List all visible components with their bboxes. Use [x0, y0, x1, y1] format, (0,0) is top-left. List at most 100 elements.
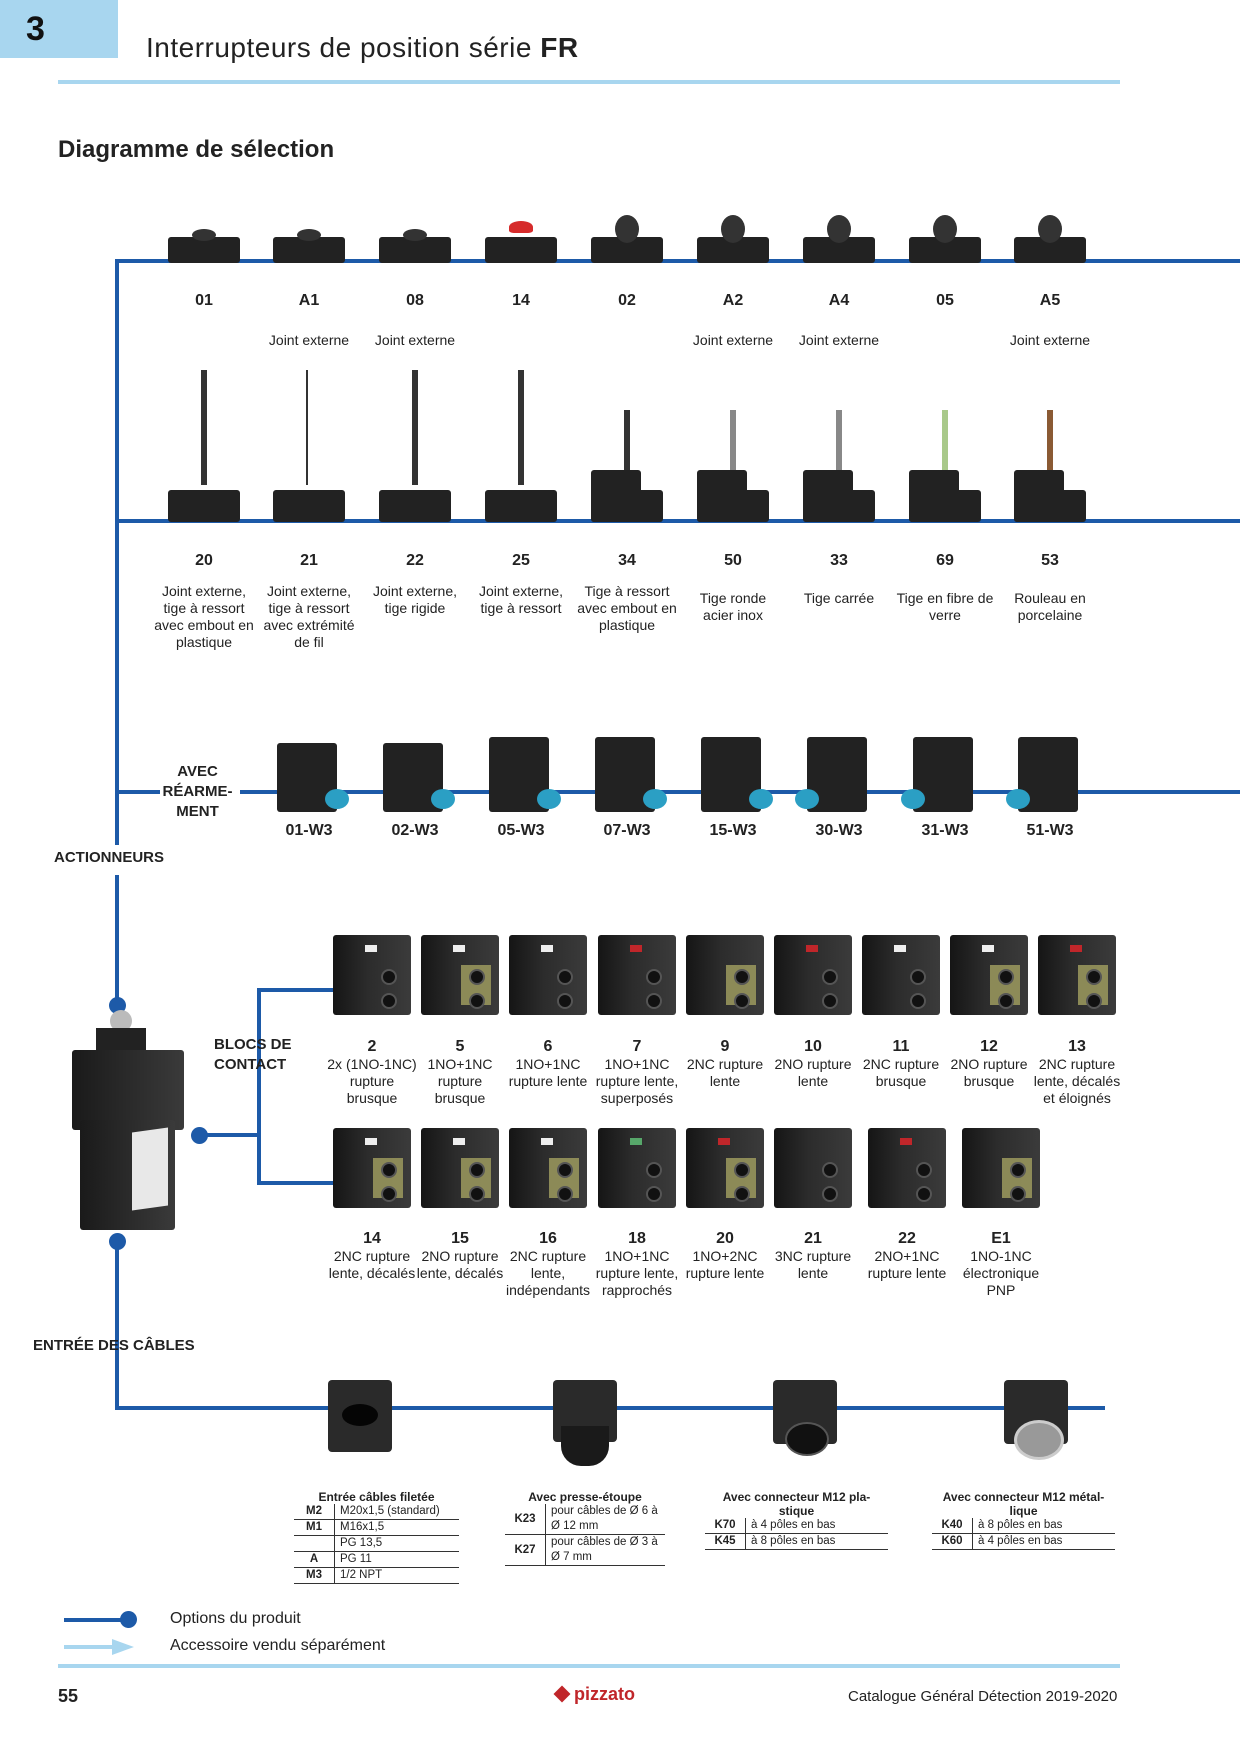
actuator-description: Tige en fibre de verre — [896, 590, 994, 623]
switch-body — [62, 1010, 192, 1230]
actuator-image — [589, 705, 667, 812]
contact-block-image — [686, 1128, 764, 1208]
contact-block-image — [962, 1128, 1040, 1208]
actuator-image — [1006, 705, 1088, 812]
brand-logo: pizzato — [553, 1684, 636, 1705]
contact-description: 1NO+1NC rupture brusque — [427, 1056, 493, 1106]
contact-description: 2NO rupture brusque — [950, 1056, 1028, 1089]
page-number: 55 — [58, 1686, 79, 1706]
actuator-image — [485, 215, 557, 263]
actuator-note: Joint externe — [692, 332, 774, 348]
contact-code: 10 — [804, 1038, 822, 1055]
actuator-dot — [109, 997, 126, 1014]
actuator-line-1 — [115, 259, 1240, 263]
actuator-code: 08 — [406, 292, 424, 309]
actuator-description: Tige carrée — [803, 590, 875, 606]
page-title: Interrupteurs de position série FR — [146, 32, 579, 63]
actuator-code: 01-W3 — [285, 822, 333, 839]
contact-description: 2NC rupture lente, décalés et éloignés — [1033, 1056, 1121, 1106]
contact-block-image — [421, 1128, 499, 1208]
actuator-code: 25 — [512, 552, 530, 569]
option-description: M16x1,5 — [334, 1519, 459, 1536]
actuator-image — [909, 215, 981, 263]
contact-code: 18 — [628, 1230, 646, 1247]
contact-block-image — [868, 1128, 946, 1208]
actuator-link-line — [115, 875, 119, 1005]
contact-description: 2NO rupture lente, décalés — [416, 1248, 504, 1281]
contact-code: 20 — [716, 1230, 734, 1247]
actuator-image — [273, 360, 345, 522]
actuator-vertical-line — [115, 259, 119, 845]
option-description: PG 11 — [334, 1551, 459, 1568]
cable-vertical-line — [115, 1240, 119, 1410]
actuator-code: 69 — [936, 552, 954, 569]
brand-diamond-icon — [553, 1685, 571, 1703]
actuator-code: 21 — [300, 552, 318, 569]
contact-description: 1NO+1NC rupture lente — [508, 1056, 588, 1089]
actuator-code: 05 — [936, 292, 954, 309]
contact-code: 9 — [720, 1038, 730, 1055]
contact-block-image — [333, 1128, 411, 1208]
contact-block-image — [774, 1128, 852, 1208]
actuator-image — [273, 215, 345, 263]
actuator-note: Joint externe — [1009, 332, 1091, 348]
actuator-image — [168, 360, 240, 522]
contact-code: 15 — [451, 1230, 469, 1247]
actuator-image — [795, 705, 877, 812]
option-code: K27 — [505, 1534, 546, 1566]
cable-dot — [109, 1233, 126, 1250]
contact-code: 21 — [804, 1230, 822, 1247]
contact-description: 1NO+1NC rupture lente, rapprochés — [595, 1248, 679, 1298]
actuator-image — [379, 215, 451, 263]
option-code: K23 — [505, 1504, 546, 1535]
option-description: à 8 pôles en bas — [972, 1518, 1115, 1534]
contact-block-image — [950, 935, 1028, 1015]
contact-description: 2NO+1NC rupture lente — [867, 1248, 947, 1281]
option-code: M3 — [294, 1567, 335, 1584]
contact-block-image — [862, 935, 940, 1015]
actuator-code: 31-W3 — [921, 822, 969, 839]
actuator-code: 34 — [618, 552, 636, 569]
actuator-code: 15-W3 — [709, 822, 757, 839]
contact-block-image — [598, 935, 676, 1015]
contact-description: 2x (1NO-1NC) rupture brusque — [327, 1056, 417, 1106]
actuator-description: Rouleau en porcelaine — [1014, 590, 1086, 623]
contact-block-image — [333, 935, 411, 1015]
actuator-description: Tige à ressort avec embout en plastique — [577, 583, 677, 633]
contact-code: 22 — [898, 1230, 916, 1247]
contact-block-image — [1038, 935, 1116, 1015]
actuator-code: A2 — [722, 292, 744, 309]
contact-code: E1 — [991, 1230, 1011, 1247]
contact-code: 13 — [1068, 1038, 1086, 1055]
actuator-image — [1014, 215, 1086, 263]
chapter-tab: 3 — [0, 0, 118, 58]
actuator-description: Joint externe, tige à ressort avec extré… — [263, 583, 355, 650]
header-rule — [58, 80, 1120, 84]
legend-accessory-text: Accessoire vendu séparément — [170, 1637, 386, 1654]
contact-code: 16 — [539, 1230, 557, 1247]
actuator-description: Joint externe, tige rigide — [372, 583, 458, 616]
contact-code: 7 — [632, 1038, 642, 1055]
legend-options-line — [64, 1618, 126, 1622]
actuator-line-2 — [115, 519, 1240, 523]
table-row: PG 13,5 — [294, 1535, 459, 1552]
actuator-image — [909, 360, 981, 522]
actuator-image — [485, 360, 557, 522]
contact-link-line — [200, 1133, 260, 1137]
option-description: à 8 pôles en bas — [745, 1533, 888, 1550]
actuator-code: 53 — [1041, 552, 1059, 569]
option-code: K40 — [932, 1518, 973, 1534]
actuator-code: 50 — [724, 552, 742, 569]
actuator-code: 05-W3 — [497, 822, 545, 839]
actuator-image — [695, 705, 773, 812]
actuator-note: Joint externe — [268, 332, 350, 348]
